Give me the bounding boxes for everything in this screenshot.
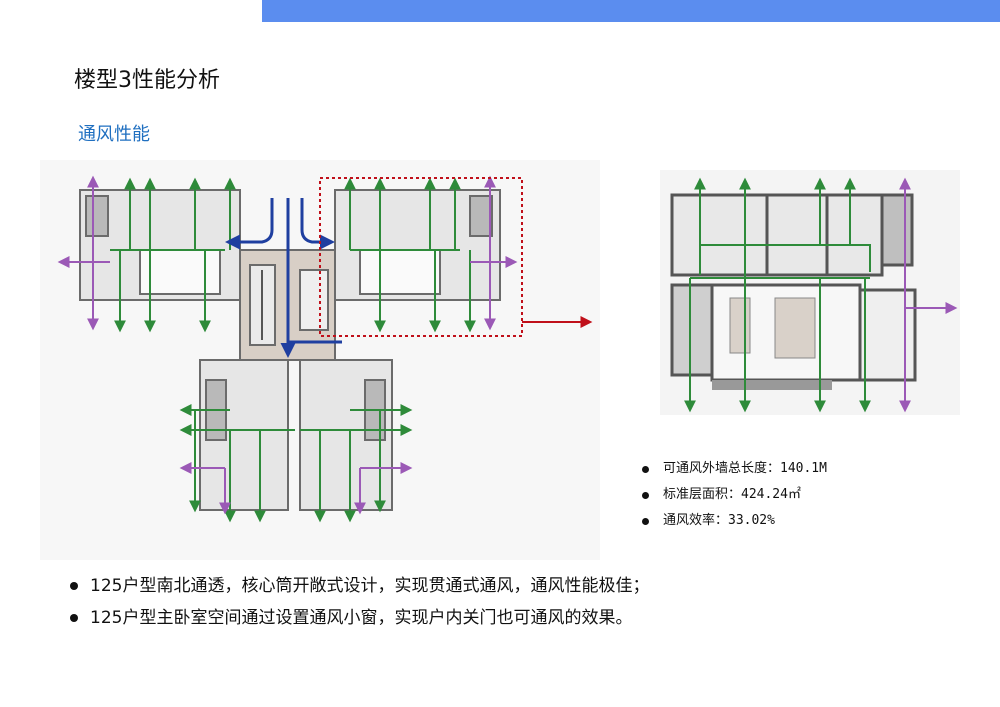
note-text: 125户型南北通透，核心筒开敞式设计，实现贯通式通风，通风性能极佳； [90,576,650,596]
note-text: 125户型主卧室空间通过设置通风小窗，实现户内关门也可通风的效果。 [90,608,633,628]
unit-top-right [334,189,501,301]
unit-ventilation-paths [684,177,871,413]
note-item: 125户型南北通透，核心筒开敞式设计，实现贯通式通风，通风性能极佳； [70,570,649,602]
bullet-icon [70,582,78,590]
ventilation-stats: 可通风外墙总长度：140.1M 标准层面积：424.24㎡ 通风效率：33.02… [642,456,827,534]
top-accent-bar [262,0,1000,22]
note-item: 125户型主卧室空间通过设置通风小窗，实现户内关门也可通风的效果。 [70,602,649,634]
bullet-icon [642,517,649,525]
analysis-notes: 125户型南北通透，核心筒开敞式设计，实现贯通式通风，通风性能极佳； 125户型… [70,570,649,634]
enlarged-unit-plan [660,170,960,415]
unit-bottom-left [199,359,289,511]
stat-item: 可通风外墙总长度：140.1M [642,456,827,482]
page-title: 楼型3性能分析 [74,68,220,93]
cross-ventilation-paths [57,175,518,515]
stat-floor-area: 标准层面积：424.24㎡ [663,487,801,502]
stat-item: 标准层面积：424.24㎡ [642,482,827,508]
stat-wall-length: 可通风外墙总长度：140.1M [663,461,827,476]
unit-cross-ventilation [899,177,958,413]
unit-bottom-right [299,359,393,511]
bullet-icon [642,491,649,499]
bullet-icon [642,465,649,473]
stat-item: 通风效率：33.02% [642,508,827,534]
section-title: 通风性能 [78,124,150,145]
core-airflow-arrows [225,198,342,358]
building-floor-plan [40,160,600,560]
stat-efficiency: 通风效率：33.02% [663,513,775,528]
bullet-icon [70,614,78,622]
unit-top-left [79,189,241,301]
